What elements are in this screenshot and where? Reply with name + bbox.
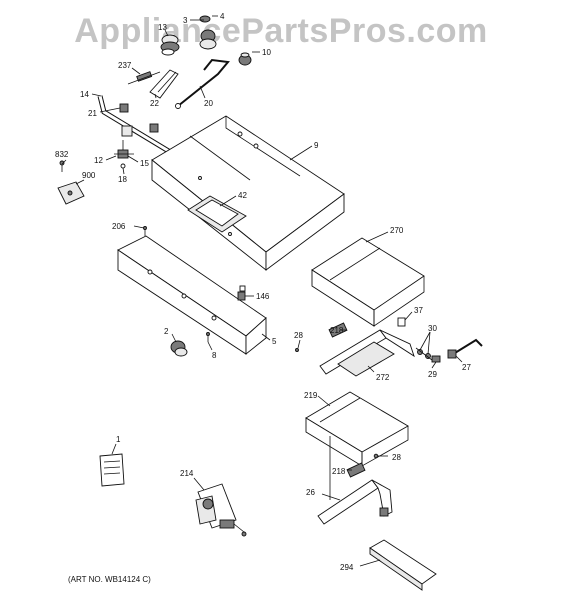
callout-9: 9 <box>314 141 319 150</box>
part-27-tube[interactable] <box>447 338 483 359</box>
callout-1: 1 <box>116 435 121 444</box>
callout-22: 22 <box>150 99 159 108</box>
part-22-tube[interactable] <box>149 69 179 99</box>
callout-270: 270 <box>390 226 404 235</box>
callout-214: 214 <box>180 469 194 478</box>
part-28-screw-b[interactable] <box>373 453 379 459</box>
part-8-screw[interactable] <box>206 332 210 343</box>
callout-10: 10 <box>262 48 271 57</box>
part-37-clip[interactable] <box>397 317 406 327</box>
callout-219: 219 <box>304 391 318 400</box>
callout-832: 832 <box>55 150 69 159</box>
callout-28-lower: 28 <box>392 453 401 462</box>
part-10-orifice[interactable] <box>238 52 252 66</box>
part-146-clip[interactable] <box>237 285 246 301</box>
part-burner-tube-upper[interactable] <box>319 329 415 375</box>
part-900-bracket[interactable] <box>57 181 85 205</box>
part-270-shield[interactable] <box>311 237 425 327</box>
callout-2: 2 <box>164 327 169 336</box>
part-832-screw[interactable] <box>59 160 65 172</box>
callout-labels: 13 3 4 10 237 22 20 14 21 832 900 12 15 … <box>55 12 471 572</box>
part-214-valve[interactable] <box>195 483 247 537</box>
callout-42: 42 <box>238 191 247 200</box>
part-13-burner-cap[interactable] <box>160 34 180 56</box>
watermark: AppliancePartsPros.com <box>74 12 488 50</box>
part-4-cap[interactable] <box>199 15 211 23</box>
part-294-rail[interactable] <box>369 539 437 591</box>
callout-294: 294 <box>340 563 354 572</box>
callout-146: 146 <box>256 292 270 301</box>
callout-27: 27 <box>462 363 471 372</box>
callout-237: 237 <box>118 61 132 70</box>
callout-29: 29 <box>428 370 437 379</box>
part-29-fitting[interactable] <box>431 355 441 363</box>
callout-15: 15 <box>140 159 149 168</box>
callout-13: 13 <box>158 23 167 32</box>
part-237-fitting[interactable] <box>127 71 161 85</box>
part-28-screw-a[interactable] <box>295 348 299 352</box>
part-219-shield[interactable] <box>305 391 409 467</box>
part-9-burner-box[interactable] <box>151 115 345 271</box>
part-218-air-shutter-b[interactable] <box>346 462 366 478</box>
callout-3: 3 <box>183 16 188 25</box>
callout-26: 26 <box>306 488 315 497</box>
callout-37: 37 <box>414 306 423 315</box>
part-272-baffle[interactable] <box>337 341 395 377</box>
callout-8: 8 <box>212 351 217 360</box>
part-42-panel[interactable] <box>187 195 247 233</box>
callout-28-upper: 28 <box>294 331 303 340</box>
callout-21: 21 <box>88 109 97 118</box>
part-30-orifice[interactable] <box>415 347 433 361</box>
part-12-valve[interactable] <box>114 140 134 169</box>
part-2-knob[interactable] <box>170 340 188 357</box>
art-number: (ART NO. WB14124 C) <box>68 575 151 584</box>
callout-272: 272 <box>376 373 390 382</box>
callout-900: 900 <box>82 171 96 180</box>
callout-14: 14 <box>80 90 89 99</box>
part-26-burner-tube[interactable] <box>317 479 393 525</box>
part-20-tube[interactable] <box>175 58 230 109</box>
callout-206: 206 <box>112 222 126 231</box>
leader-lines <box>61 15 463 567</box>
callout-18: 18 <box>118 175 127 184</box>
callout-218-upper: 218 <box>330 326 344 335</box>
part-5-manifold-panel[interactable] <box>117 235 267 355</box>
callout-12: 12 <box>94 156 103 165</box>
callout-218-lower: 218 <box>332 467 346 476</box>
callout-30: 30 <box>428 324 437 333</box>
part-218-air-shutter-a[interactable] <box>328 322 348 338</box>
callout-20: 20 <box>204 99 213 108</box>
part-3-knob[interactable] <box>199 29 217 50</box>
callout-5: 5 <box>272 337 277 346</box>
callout-4: 4 <box>220 12 225 21</box>
part-1-manual[interactable] <box>99 453 125 487</box>
